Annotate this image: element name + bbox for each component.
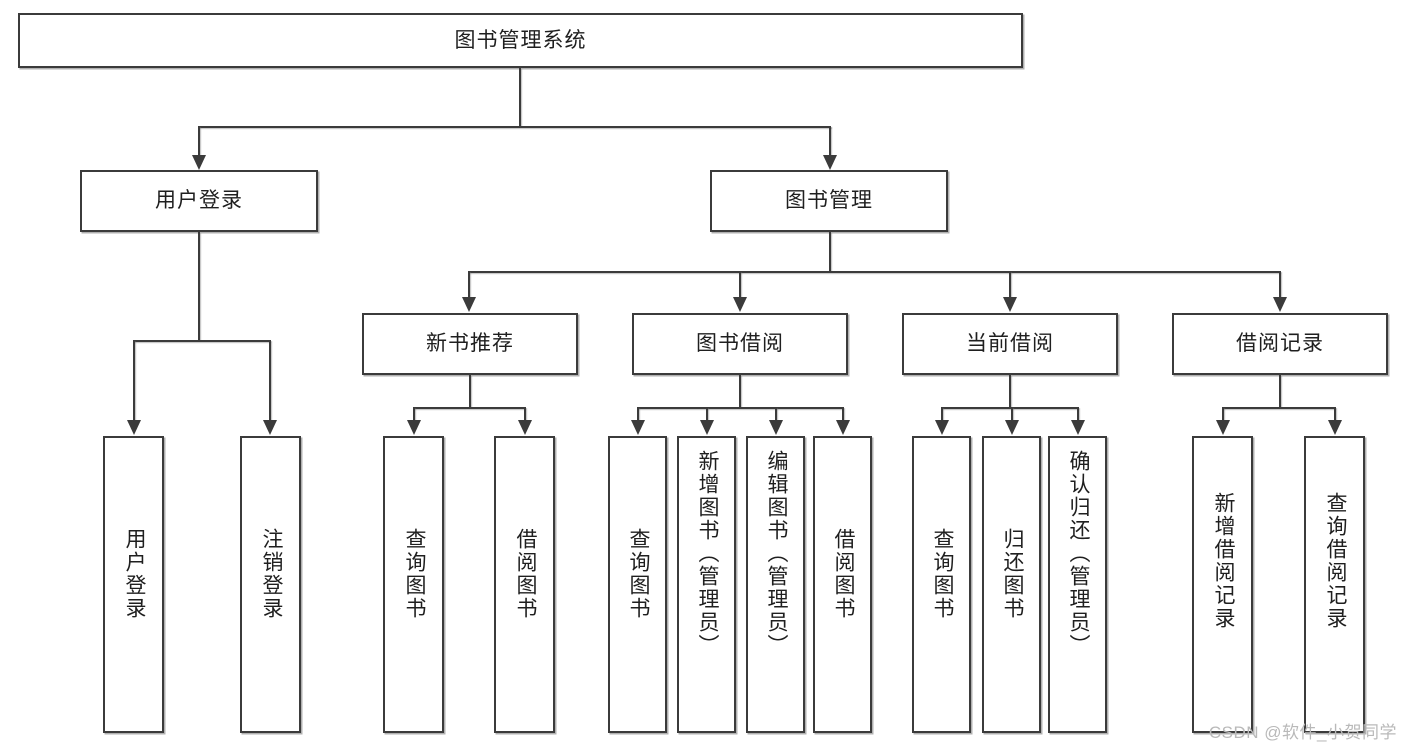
connector-user-login-stem <box>198 232 200 340</box>
node-root-book-management-system[interactable]: 图书管理系统 <box>18 13 1023 68</box>
arrowhead-user-login-icon <box>192 155 206 170</box>
leaf-label: 新增借阅记录 <box>1211 492 1235 630</box>
leaf-label: 编辑图书（管理员） <box>764 450 788 657</box>
leaf-label: 用户登录 <box>122 528 146 620</box>
arrowhead-book-manage-icon <box>823 155 837 170</box>
arrowhead-new-book-rec-icon <box>462 297 476 312</box>
connector-user-login-bus <box>133 340 270 342</box>
leaf-new-book-query[interactable]: 查询图书 <box>383 436 444 733</box>
node-label: 用户登录 <box>155 189 243 213</box>
arrowhead-borrow-record-leaf-1-icon <box>1216 420 1230 435</box>
connector-borrow-record-stem <box>1279 375 1281 407</box>
connector-current-borrow-drop-1 <box>941 407 943 421</box>
connector-borrow-record-bus <box>1222 407 1335 409</box>
connector-book-borrow-drop-1 <box>637 407 639 421</box>
leaf-label: 确认归还（管理员） <box>1066 450 1090 657</box>
connector-borrow-record-drop-2 <box>1334 407 1336 421</box>
leaf-label: 查询图书 <box>930 528 954 620</box>
connector-book-manage-stem <box>829 232 831 271</box>
leaf-record-add[interactable]: 新增借阅记录 <box>1192 436 1253 733</box>
node-label: 借阅记录 <box>1236 332 1324 356</box>
leaf-record-query[interactable]: 查询借阅记录 <box>1304 436 1365 733</box>
connector-book-borrow-drop-3 <box>775 407 777 421</box>
connector-current-borrow-drop-2 <box>1011 407 1013 421</box>
node-label: 新书推荐 <box>426 332 514 356</box>
connector-to-book-borrow <box>739 271 741 298</box>
arrowhead-book-borrow-leaf-2-icon <box>700 420 714 435</box>
node-label: 图书管理系统 <box>454 28 587 52</box>
arrowhead-new-book-leaf-2-icon <box>518 420 532 435</box>
connector-user-login-drop-1 <box>133 340 135 421</box>
leaf-label: 查询借阅记录 <box>1323 492 1347 630</box>
connector-new-book-stem <box>469 375 471 407</box>
leaf-borrow-edit-book-admin[interactable]: 编辑图书（管理员） <box>746 436 805 733</box>
leaf-current-confirm-return-admin[interactable]: 确认归还（管理员） <box>1048 436 1107 733</box>
connector-book-borrow-bus <box>637 407 843 409</box>
node-new-book-recommend[interactable]: 新书推荐 <box>362 313 578 375</box>
node-book-borrow[interactable]: 图书借阅 <box>632 313 848 375</box>
leaf-borrow-add-book-admin[interactable]: 新增图书（管理员） <box>677 436 736 733</box>
connector-root-stem <box>519 68 521 126</box>
leaf-current-return-book[interactable]: 归还图书 <box>982 436 1041 733</box>
arrowhead-borrow-record-leaf-2-icon <box>1328 420 1342 435</box>
arrowhead-book-borrow-leaf-4-icon <box>836 420 850 435</box>
leaf-borrow-query-book[interactable]: 查询图书 <box>608 436 667 733</box>
arrowhead-borrow-record-icon <box>1273 297 1287 312</box>
connector-user-login-drop-2 <box>269 340 271 421</box>
connector-to-current-borrow <box>1009 271 1011 298</box>
connector-borrow-record-drop-1 <box>1222 407 1224 421</box>
arrowhead-current-borrow-icon <box>1003 297 1017 312</box>
node-borrow-record[interactable]: 借阅记录 <box>1172 313 1388 375</box>
leaf-borrow-borrow-book[interactable]: 借阅图书 <box>813 436 872 733</box>
arrowhead-current-borrow-leaf-3-icon <box>1071 420 1085 435</box>
connector-current-borrow-drop-3 <box>1077 407 1079 421</box>
arrowhead-book-borrow-leaf-1-icon <box>631 420 645 435</box>
connector-root-bus <box>198 126 831 128</box>
leaf-label: 新增图书（管理员） <box>695 450 719 657</box>
arrowhead-current-borrow-leaf-1-icon <box>935 420 949 435</box>
leaf-label: 查询图书 <box>626 528 650 620</box>
node-label: 当前借阅 <box>966 332 1054 356</box>
leaf-current-query-book[interactable]: 查询图书 <box>912 436 971 733</box>
connector-new-book-bus <box>413 407 525 409</box>
connector-book-borrow-drop-2 <box>706 407 708 421</box>
node-book-management[interactable]: 图书管理 <box>710 170 948 232</box>
connector-to-borrow-record <box>1279 271 1281 298</box>
arrowhead-leaf-logout-icon <box>263 420 277 435</box>
leaf-user-login[interactable]: 用户登录 <box>103 436 164 733</box>
connector-current-borrow-bus <box>941 407 1078 409</box>
arrowhead-book-borrow-icon <box>733 297 747 312</box>
node-label: 图书借阅 <box>696 332 784 356</box>
connector-new-book-drop-1 <box>413 407 415 421</box>
leaf-label: 借阅图书 <box>831 528 855 620</box>
connector-book-borrow-stem <box>739 375 741 407</box>
node-label: 图书管理 <box>785 189 873 213</box>
leaf-new-book-borrow[interactable]: 借阅图书 <box>494 436 555 733</box>
connector-new-book-drop-2 <box>524 407 526 421</box>
arrowhead-leaf-user-login-icon <box>127 420 141 435</box>
leaf-logout[interactable]: 注销登录 <box>240 436 301 733</box>
leaf-label: 注销登录 <box>259 528 283 620</box>
connector-root-to-user-login <box>198 126 200 156</box>
node-user-login[interactable]: 用户登录 <box>80 170 318 232</box>
arrowhead-book-borrow-leaf-3-icon <box>769 420 783 435</box>
connector-book-manage-bus <box>468 271 1280 273</box>
arrowhead-current-borrow-leaf-2-icon <box>1005 420 1019 435</box>
node-current-borrow[interactable]: 当前借阅 <box>902 313 1118 375</box>
connector-root-to-book-manage <box>829 126 831 156</box>
connector-to-new-book-rec <box>468 271 470 298</box>
connector-book-borrow-drop-4 <box>842 407 844 421</box>
csdn-watermark: CSDN @软件_小贺同学 <box>1208 723 1397 742</box>
leaf-label: 借阅图书 <box>513 528 537 620</box>
connector-current-borrow-stem <box>1009 375 1011 407</box>
leaf-label: 查询图书 <box>402 528 426 620</box>
leaf-label: 归还图书 <box>1000 528 1024 620</box>
arrowhead-new-book-leaf-1-icon <box>407 420 421 435</box>
